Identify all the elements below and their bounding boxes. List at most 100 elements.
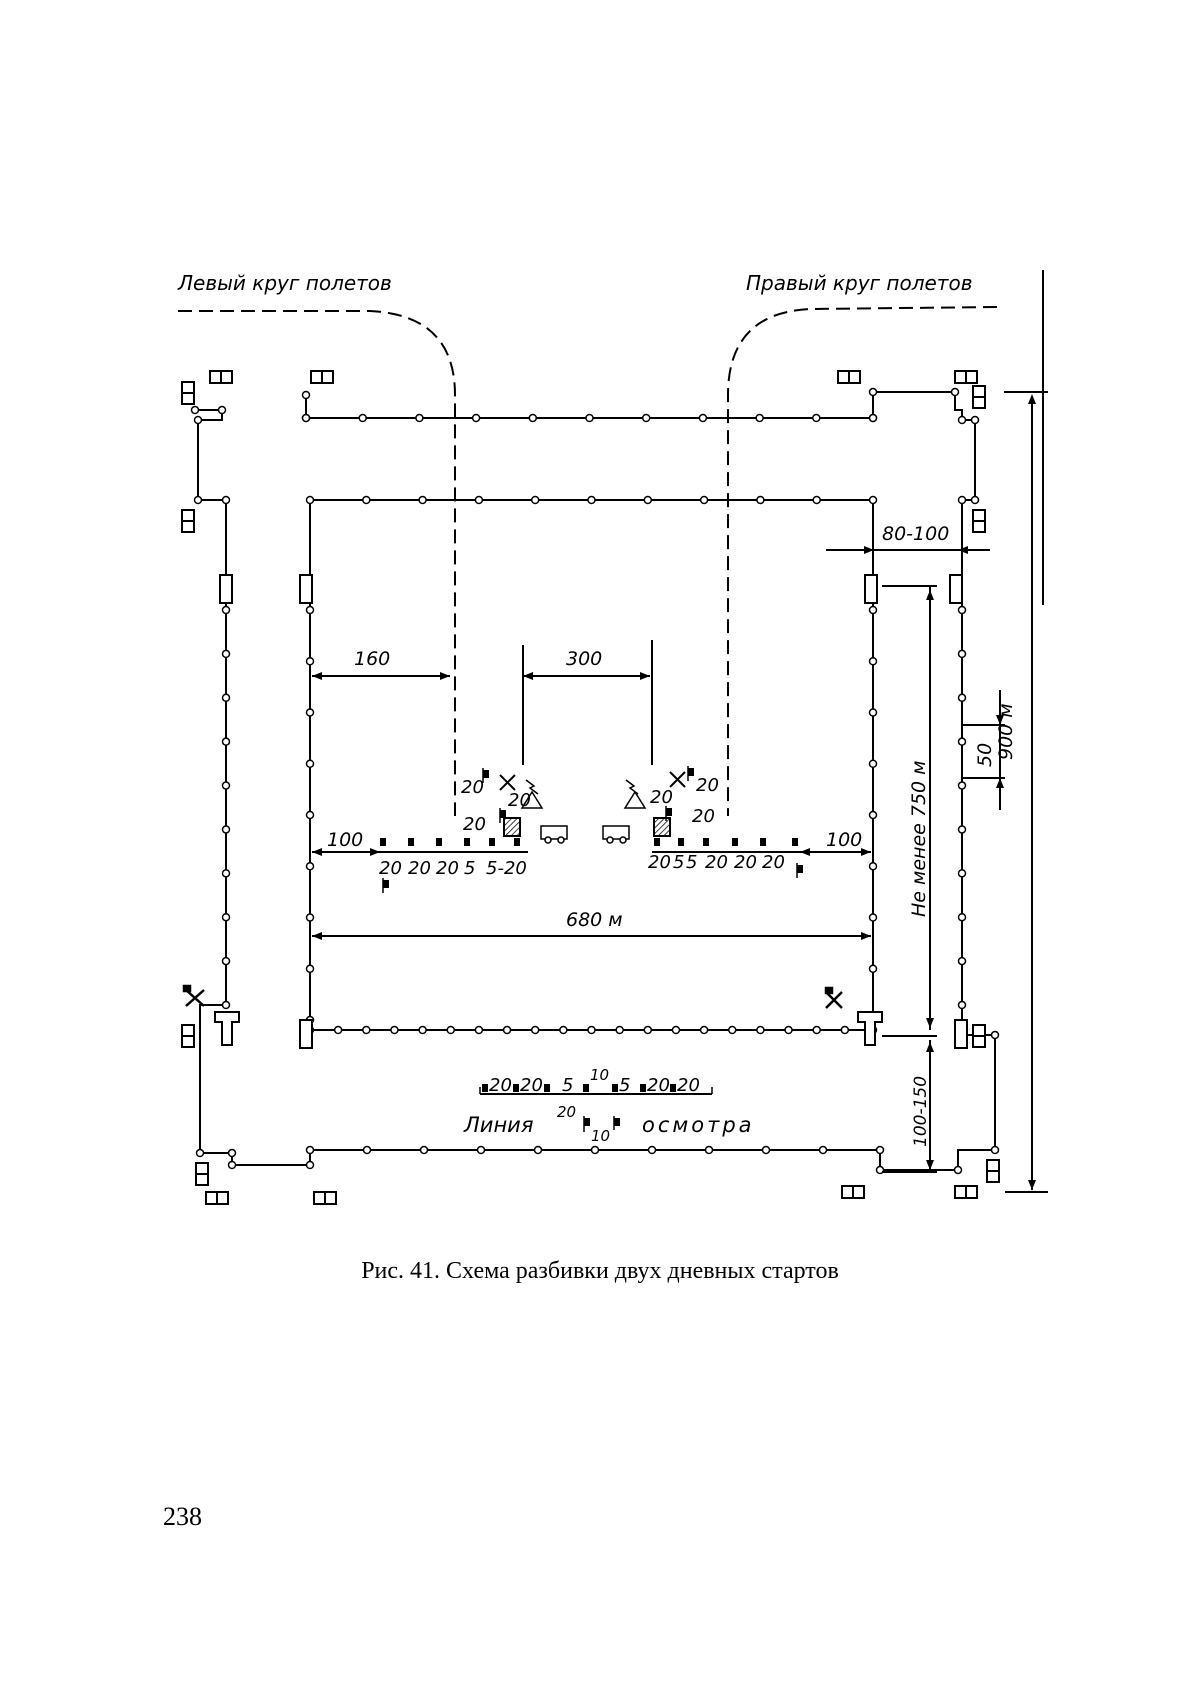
perimeter-light [447,1027,454,1034]
perimeter-light [532,497,539,504]
dim-900-label: 900 м [995,703,1017,760]
start-right-number: 20 [762,852,785,873]
perimeter-light [475,497,482,504]
perimeter-light [307,812,314,819]
perimeter-light [959,650,966,657]
start-right-number: 20 [648,852,671,873]
inspection-number: 20 [520,1075,543,1096]
start-right-number: 20 [650,787,673,808]
perimeter-light [359,415,366,422]
start-right-number: 5 [673,852,684,873]
perimeter-light [820,1147,827,1154]
crossed-flag-icon [500,775,515,790]
perimeter-light [870,914,877,921]
perimeter-light [959,870,966,877]
perimeter-light [706,1147,713,1154]
perimeter-light [223,1002,230,1009]
inspection-number: 20 [489,1075,512,1096]
inspection-number: 20 [647,1075,670,1096]
perimeter-light [699,415,706,422]
perimeter-light [592,1147,599,1154]
inspection-line-label-left: Линия [463,1113,533,1137]
perimeter-light [813,415,820,422]
dim-300-label: 300 [566,648,602,670]
start-right-number: 20 [692,806,715,827]
inner-perimeter-line [310,500,873,1030]
figure-caption: Рис. 41. Схема разбивки двух дневных ста… [0,1258,1200,1285]
perimeter-light [223,607,230,614]
perimeter-light [307,607,314,614]
perimeter-light [643,415,650,422]
perimeter-light [877,1147,884,1154]
dim-750-label: Не менее 750 м [908,760,930,917]
perimeter-light [959,914,966,921]
inspection-line: 20 20 5 10 5 20 20 20 10 Линия осмотра [463,1066,755,1145]
crossed-flag-icons [184,986,842,1008]
airfield-start-layout-diagram: Левый круг полетов Правый круг полетов [0,0,1200,1250]
perimeter-light [785,1027,792,1034]
perimeter-light [307,497,314,504]
perimeter-light [972,497,979,504]
perimeter-light [586,415,593,422]
inspection-number: 10 [590,1066,609,1084]
perimeter-light [223,497,230,504]
vehicle-icon [603,826,629,843]
dim-100-left-label: 100 [327,829,363,851]
perimeter-light [391,1027,398,1034]
perimeter-light [229,1150,236,1157]
inspection-number: 20 [677,1075,700,1096]
perimeter-light [870,709,877,716]
perimeter-light [870,497,877,504]
perimeter-light [757,497,764,504]
perimeter-light [223,870,230,877]
perimeter-light [972,417,979,424]
start-right-number: 20 [705,852,728,873]
perimeter-light [955,1167,962,1174]
perimeter-light [959,497,966,504]
perimeter-light [364,1147,371,1154]
perimeter-light [813,1027,820,1034]
perimeter-light [504,1027,511,1034]
perimeter-light [195,417,202,424]
start-left: 20 20 20 5 5-20 20 20 20 [379,768,567,893]
perimeter-light [303,415,310,422]
perimeter-light [701,497,708,504]
perimeter-light [870,415,877,422]
perimeter-light [223,650,230,657]
perimeter-light [757,1027,764,1034]
perimeter-light [197,1150,204,1157]
perimeter-light [223,694,230,701]
perimeter-light [303,392,310,399]
vehicle-icon [541,826,567,843]
start-left-number: 20 [463,814,486,835]
start-left-number: 20 [436,858,459,879]
perimeter-light [959,417,966,424]
perimeter-light [952,389,959,396]
perimeter-light [560,1027,567,1034]
perimeter-light [473,415,480,422]
perimeter-light [959,782,966,789]
perimeter-light [870,389,877,396]
perimeter-light [335,1027,342,1034]
perimeter-light [478,1147,485,1154]
perimeter-light [307,914,314,921]
perimeter-light [416,415,423,422]
perimeter-light [588,497,595,504]
start-left-number: 5-20 [486,858,527,879]
perimeter-light [870,965,877,972]
perimeter-light [307,965,314,972]
perimeter-light [223,738,230,745]
perimeter-light [959,738,966,745]
inspection-number: 5 [619,1075,630,1096]
start-left-number: 20 [408,858,431,879]
perimeter-light [419,497,426,504]
dim-100-150-label: 100-150 [911,1076,931,1147]
perimeter-light [363,497,370,504]
perimeter-lights [192,389,999,1174]
perimeter-light [588,1027,595,1034]
perimeter-light [992,1147,999,1154]
perimeter-light [763,1147,770,1154]
perimeter-light [870,607,877,614]
perimeter-light [219,407,226,414]
perimeter-light [649,1147,656,1154]
